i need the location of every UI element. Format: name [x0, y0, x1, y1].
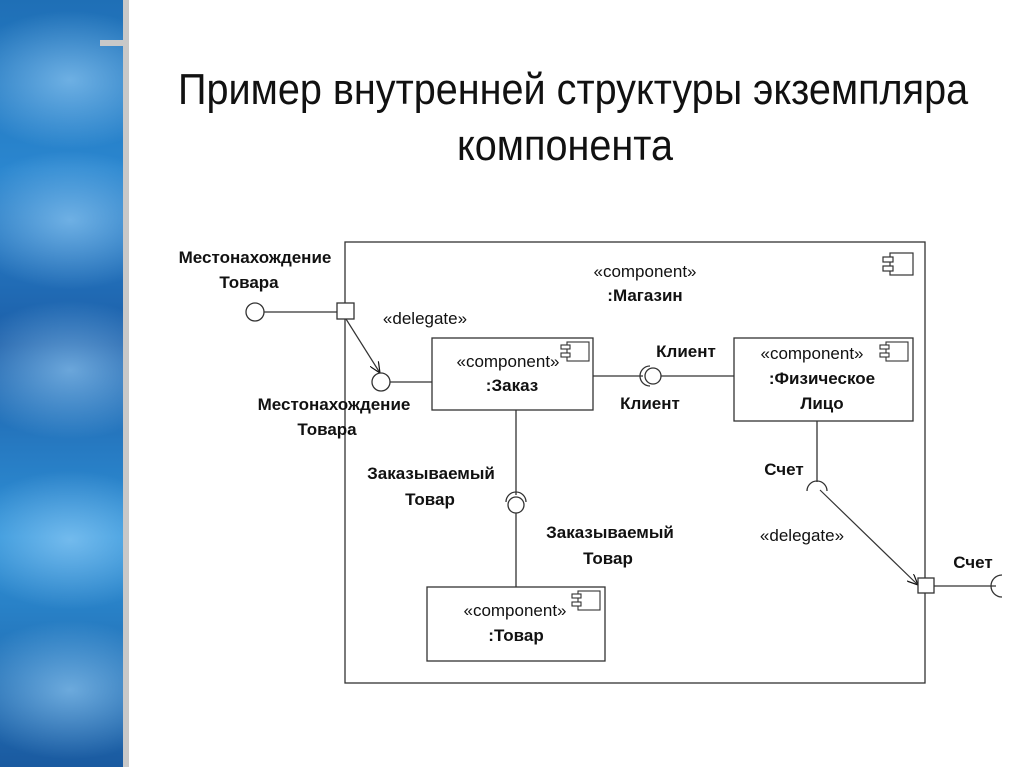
component-icon: [560, 341, 590, 362]
client-label-top: Клиент: [656, 342, 716, 361]
slide-title-line2: компонента: [457, 121, 673, 170]
person-component-box: [733, 337, 914, 422]
ordered-item-bottom-line1: Заказываемый: [546, 523, 674, 542]
provided-interface-icon: [245, 302, 265, 322]
outer-component-icon: [882, 252, 914, 276]
order-stereotype: «component»: [456, 352, 559, 371]
component-icon: [879, 341, 909, 362]
band-highlight: [0, 300, 123, 440]
ordered-item-bottom-line2: Товар: [583, 549, 633, 568]
provided-interface-icon: [371, 372, 391, 392]
order-iface-label-line1: Местонахождение: [258, 395, 411, 414]
provided-interface-icon: [644, 367, 662, 385]
title-notch-side: [123, 40, 129, 162]
provided-interface-icon: [507, 496, 525, 514]
slide-title-line1: Пример внутренней структуры экземпляра: [178, 65, 969, 114]
band-highlight: [0, 470, 123, 610]
ordered-item-top-line1: Заказываемый: [367, 464, 495, 483]
outer-name: :Магазин: [607, 286, 682, 305]
product-name: :Товар: [488, 626, 543, 645]
product-component-box: [426, 586, 606, 662]
person-name-line1: :Физическое: [769, 369, 875, 388]
outer-stereotype: «component»: [593, 262, 696, 281]
band-highlight: [0, 620, 123, 760]
order-name: :Заказ: [486, 376, 538, 395]
frame-edge: [123, 0, 129, 767]
title-notch: [100, 40, 129, 46]
left-port-label-line1: Местонахождение: [179, 248, 332, 267]
account-inner-label: Счет: [764, 460, 803, 479]
right-port: [917, 577, 935, 594]
product-stereotype: «component»: [463, 601, 566, 620]
band-highlight: [0, 10, 123, 150]
component-icon: [571, 590, 601, 611]
person-name-line2: Лицо: [800, 394, 843, 413]
slide-title: Пример внутренней структуры экземпляра к…: [178, 62, 969, 174]
delegate-arrow-bottom: [819, 489, 918, 585]
person-stereotype: «component»: [760, 344, 863, 363]
order-iface-label-line2: Товара: [297, 420, 357, 439]
left-port: [336, 302, 355, 320]
required-interface-icon: [990, 574, 1003, 598]
required-interface-icon: [806, 480, 828, 492]
delegate-bottom-label: «delegate»: [760, 526, 844, 545]
client-label-bottom: Клиент: [620, 394, 680, 413]
band-highlight: [0, 150, 123, 290]
decorative-side-band: [0, 0, 123, 767]
required-interface-icon: [505, 491, 527, 503]
left-port-label-line2: Товара: [219, 273, 279, 292]
required-interface-icon: [639, 365, 651, 387]
ordered-item-top-line2: Товар: [405, 490, 455, 509]
delegate-top-label: «delegate»: [383, 309, 467, 328]
delegate-arrow-top: [345, 318, 380, 373]
order-component-box: [431, 337, 594, 411]
account-outer-label: Счет: [953, 553, 992, 572]
